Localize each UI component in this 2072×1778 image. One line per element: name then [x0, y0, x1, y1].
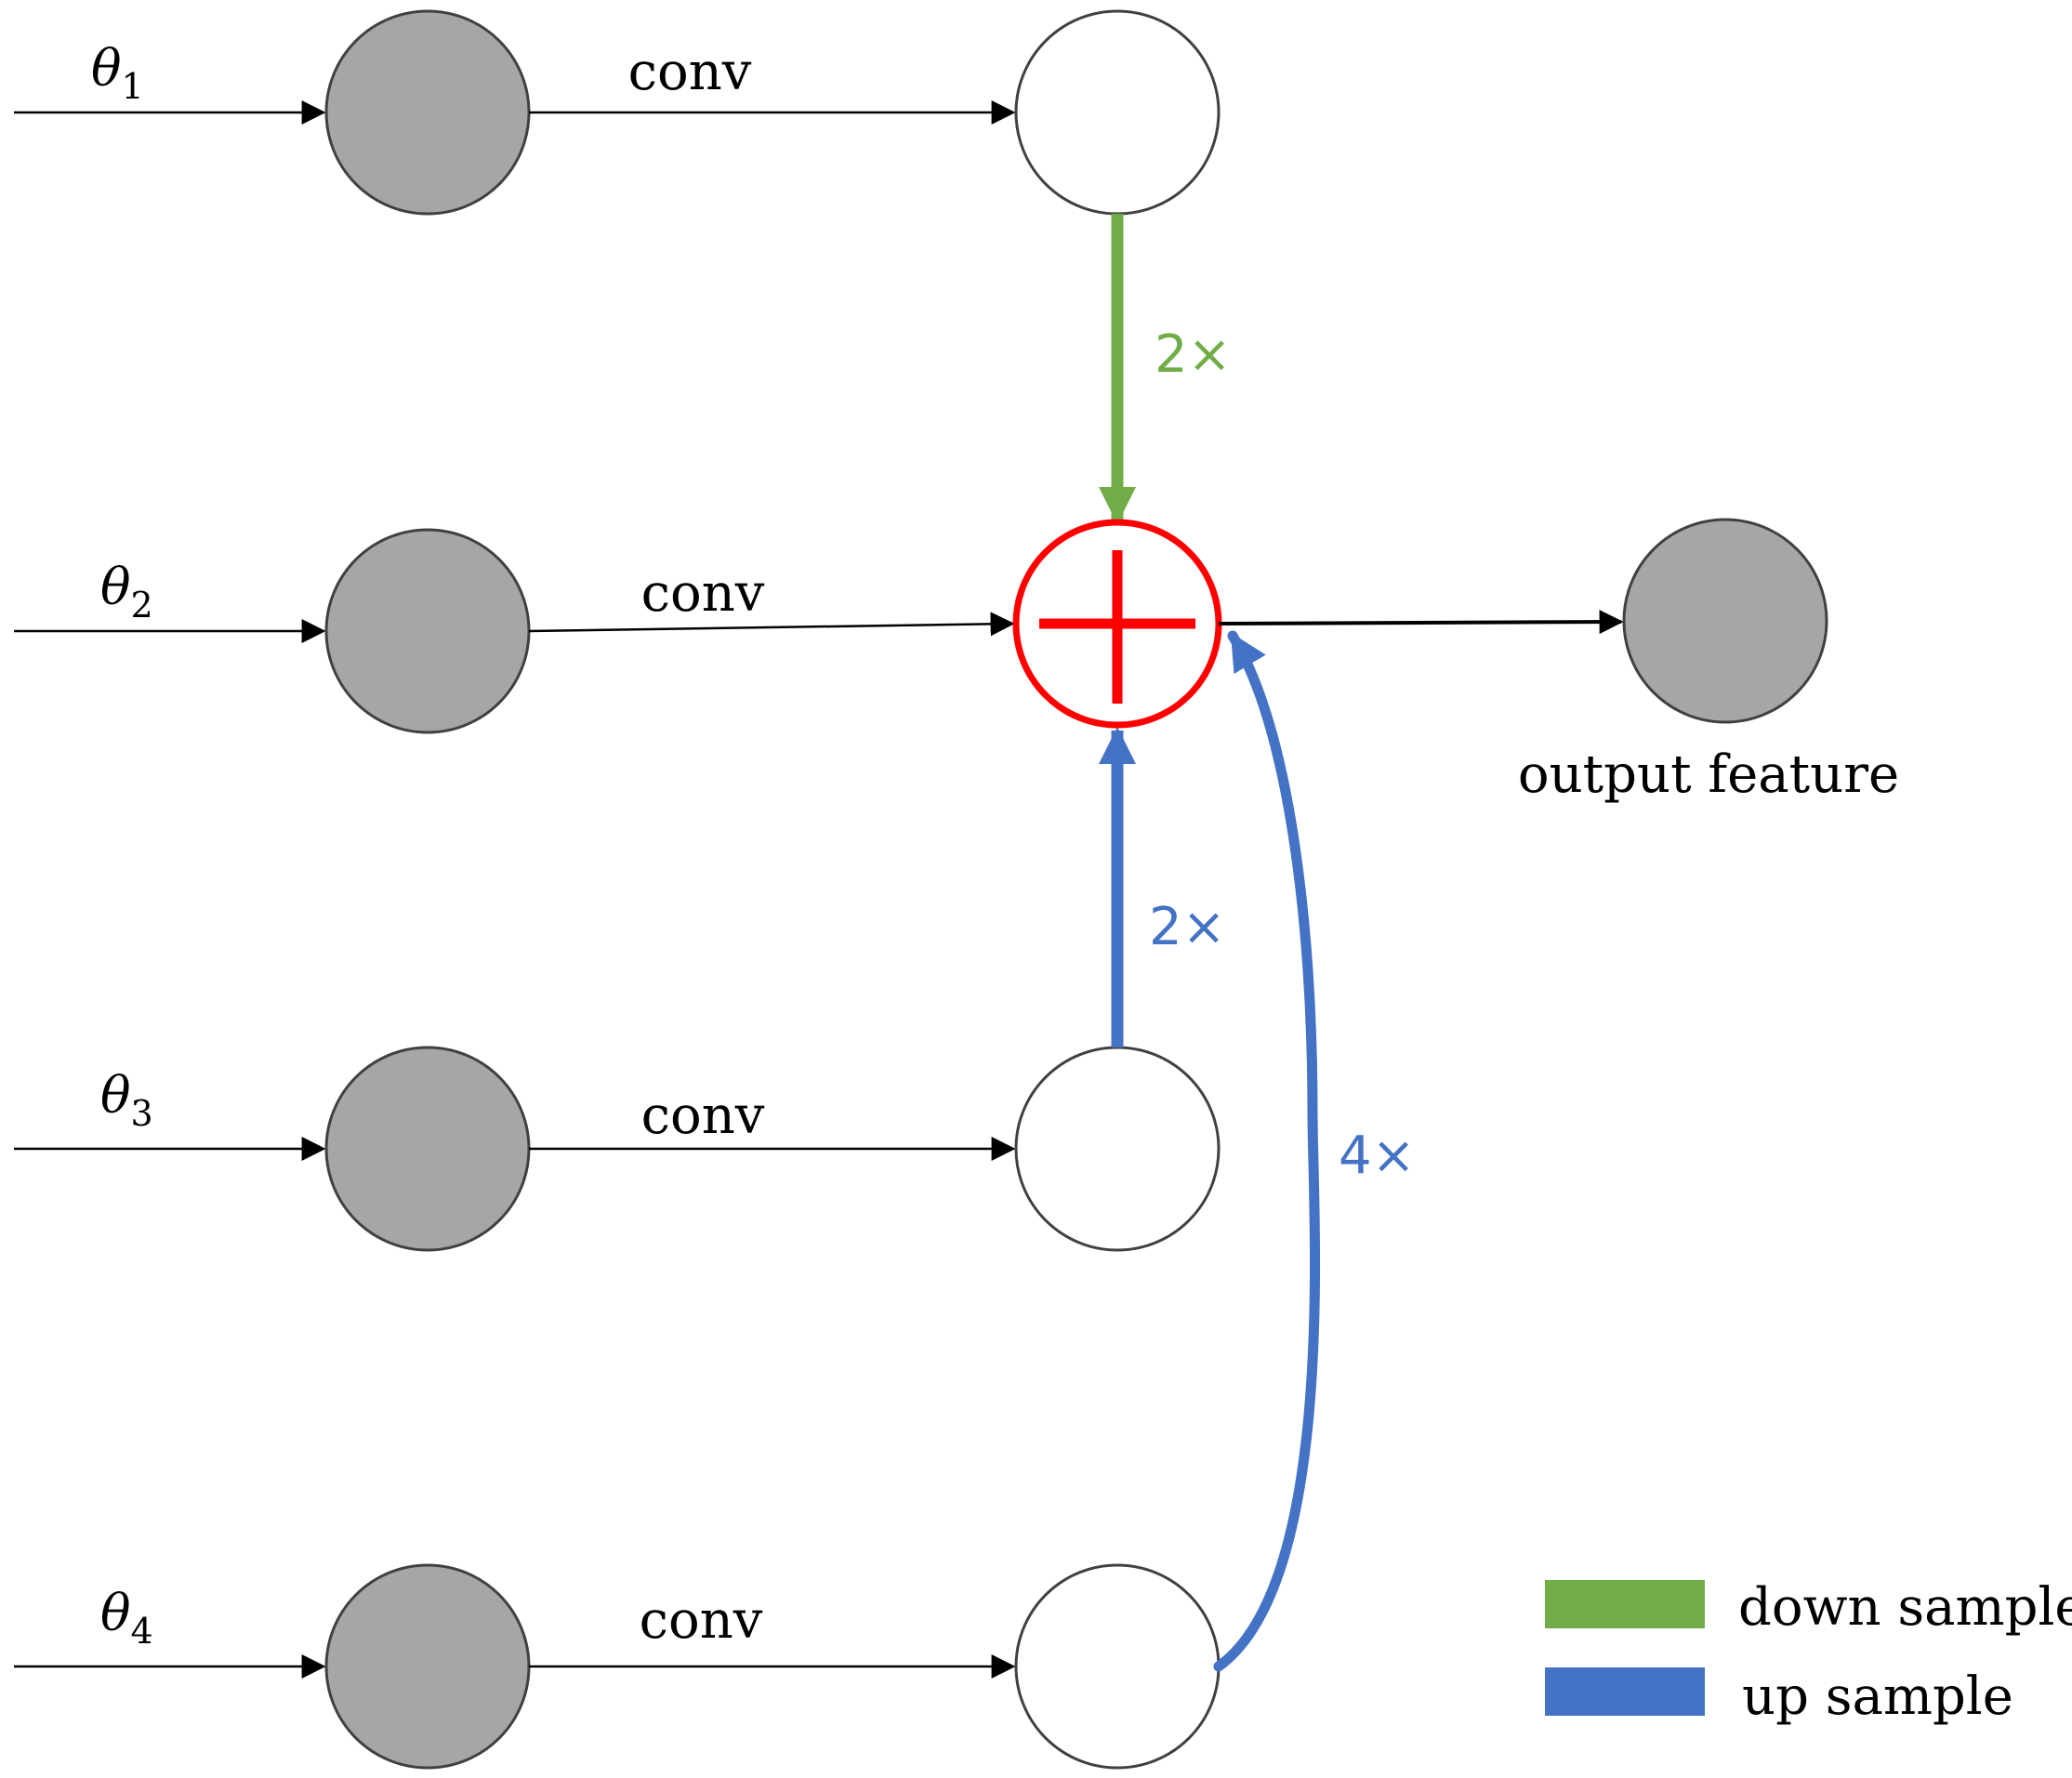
- sum-node: [1012, 519, 1222, 729]
- input-label-2: θ2: [100, 558, 153, 626]
- row-4: θ4 conv: [14, 1563, 1221, 1770]
- legend: down sample up sample: [1545, 1577, 2072, 1727]
- up-sample-4x-arrow: [1213, 630, 1321, 1672]
- up-sample-2x-label: 2×: [1149, 897, 1226, 957]
- up-sample-4x-label: 4×: [1339, 1126, 1416, 1186]
- input-label-1: θ1: [91, 39, 144, 107]
- input-node-3: [324, 1046, 531, 1252]
- row-2: θ2 conv: [14, 528, 1015, 734]
- conv-label-2: conv: [641, 563, 765, 624]
- input-label-3: θ3: [100, 1066, 153, 1134]
- legend-label-up-sample: up sample: [1742, 1666, 2013, 1727]
- input-node-4: [324, 1563, 531, 1770]
- output-label: output feature: [1518, 744, 1899, 805]
- down-sample-factor-label: 2×: [1155, 324, 1232, 385]
- legend-label-down-sample: down sample: [1738, 1577, 2072, 1638]
- conv-label-3: conv: [641, 1086, 765, 1146]
- output-arrow: [1218, 610, 1624, 635]
- feature-node-1: [1014, 9, 1221, 216]
- legend-swatch-down-sample: [1545, 1580, 1705, 1628]
- conv-arrow-2: [528, 612, 1015, 637]
- input-node-2: [324, 528, 531, 734]
- legend-swatch-up-sample: [1545, 1667, 1705, 1716]
- conv-label-4: conv: [640, 1590, 763, 1651]
- row-3: θ3 conv: [14, 1046, 1221, 1252]
- input-label-4: θ4: [100, 1584, 153, 1652]
- feature-node-3: [1014, 1046, 1221, 1252]
- conv-label-1: conv: [628, 42, 752, 102]
- output-node: [1622, 518, 1828, 724]
- row-1: θ1 conv: [14, 9, 1221, 216]
- feature-node-4: [1014, 1563, 1221, 1770]
- input-node-1: [324, 9, 531, 216]
